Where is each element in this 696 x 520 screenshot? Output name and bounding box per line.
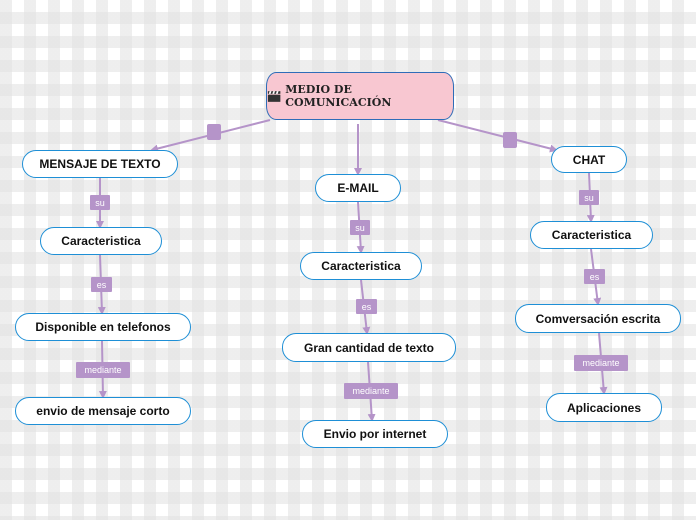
- link-label: mediante: [574, 355, 628, 371]
- node-comversacion-escrita[interactable]: Comversación escrita: [515, 304, 681, 333]
- clapperboard-icon: [267, 90, 281, 102]
- node-caracteristica[interactable]: Caracteristica: [300, 252, 422, 280]
- node-disponible-en-telefonos[interactable]: Disponible en telefonos: [15, 313, 191, 341]
- collapse-handle-right[interactable]: [503, 132, 517, 148]
- branch-title: MENSAJE DE TEXTO: [39, 157, 161, 171]
- link-label: mediante: [76, 362, 130, 378]
- node-envio-por-internet[interactable]: Envio por internet: [302, 420, 448, 448]
- link-label: es: [91, 277, 112, 292]
- node-label: Caracteristica: [61, 234, 141, 248]
- link-label: mediante: [344, 383, 398, 399]
- node-label: Caracteristica: [551, 228, 632, 242]
- link-label: es: [584, 269, 605, 284]
- node-label: Gran cantidad de texto: [303, 340, 435, 355]
- node-gran-cantidad-de-texto[interactable]: Gran cantidad de texto: [282, 333, 456, 362]
- node-label: envio de mensaje corto: [36, 404, 170, 418]
- node-label: Comversación escrita: [535, 311, 661, 326]
- branch-title: E-MAIL: [337, 181, 379, 195]
- root-node[interactable]: MEDIO DE COMUNICACIÓN: [266, 72, 454, 120]
- node-aplicaciones[interactable]: Aplicaciones: [546, 393, 662, 422]
- node-label: Aplicaciones: [566, 400, 642, 415]
- node-label: Disponible en telefonos: [35, 320, 171, 334]
- node-label: Caracteristica: [321, 259, 401, 273]
- node-caracteristica[interactable]: Caracteristica: [40, 227, 162, 255]
- link-label: su: [350, 220, 370, 235]
- node-envio-de-mensaje-corto[interactable]: envio de mensaje corto: [15, 397, 191, 425]
- branch-node-e-mail[interactable]: E-MAIL: [315, 174, 401, 202]
- collapse-handle-left[interactable]: [207, 124, 221, 140]
- node-caracteristica[interactable]: Caracteristica: [530, 221, 653, 249]
- root-title: MEDIO DE COMUNICACIÓN: [285, 83, 392, 109]
- link-label: su: [579, 190, 599, 205]
- branch-node-mensaje-de-texto[interactable]: MENSAJE DE TEXTO: [22, 150, 178, 178]
- node-label: Envio por internet: [323, 427, 427, 441]
- branch-title: CHAT: [572, 152, 606, 167]
- branch-node-chat[interactable]: CHAT: [551, 146, 627, 173]
- link-label: su: [90, 195, 110, 210]
- link-label: es: [356, 299, 377, 314]
